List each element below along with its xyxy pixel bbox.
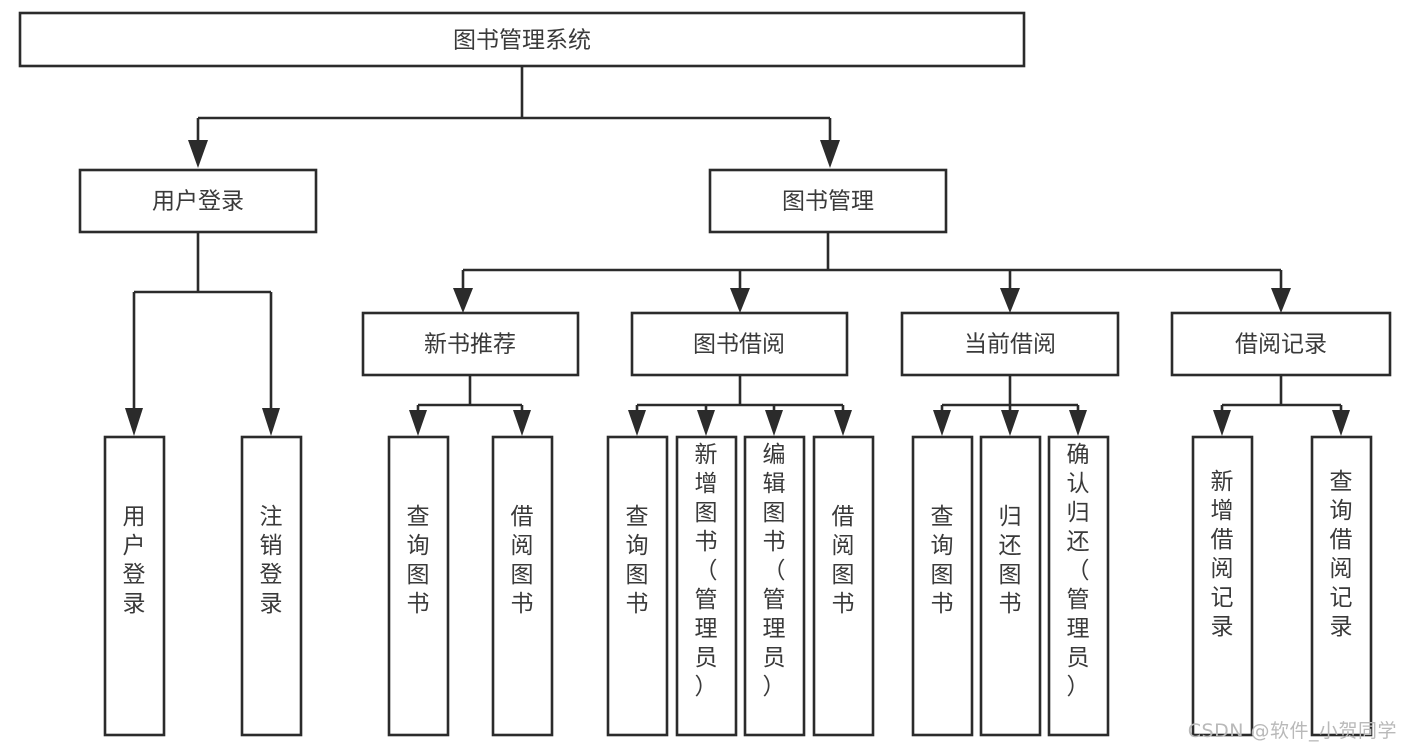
- connector-group-book-manage: [453, 232, 1291, 313]
- node-book-manage[interactable]: 图书管理: [708, 168, 948, 234]
- node-leaf-user-login-box[interactable]: [103, 435, 166, 737]
- node-leaf-logout-login[interactable]: 注销登录: [240, 435, 303, 737]
- node-leaf-edit-book-label: 编辑图书（管理员）: [763, 442, 786, 700]
- node-leaf-query-book-3-box[interactable]: [911, 435, 974, 737]
- node-leaf-query-book-2[interactable]: 查询图书: [606, 435, 669, 737]
- connector-group-new-book-recommend: [409, 375, 531, 436]
- node-leaf-query-book-2-label: 查询图书: [626, 504, 649, 617]
- node-book-borrow[interactable]: 图书借阅: [630, 311, 849, 377]
- node-borrow-record-label: 借阅记录: [1235, 332, 1327, 358]
- node-leaf-query-book-3[interactable]: 查询图书: [911, 435, 974, 737]
- node-borrow-record-box[interactable]: [1170, 311, 1392, 377]
- node-leaf-query-record-box[interactable]: [1310, 435, 1373, 737]
- node-leaf-user-login[interactable]: 用户登录: [103, 435, 166, 737]
- arrow-leaf-query-book-3-icon: [933, 410, 951, 436]
- connector-group-book-borrow: [628, 375, 852, 436]
- arrow-leaf-confirm-return-icon: [1069, 410, 1087, 436]
- arrow-to-current-borrow-icon: [1000, 288, 1020, 313]
- arrow-to-book-manage-icon: [820, 140, 840, 168]
- node-book-manage-label: 图书管理: [782, 189, 874, 215]
- node-leaf-query-record[interactable]: 查询借阅记录: [1310, 435, 1373, 737]
- node-current-borrow-label: 当前借阅: [964, 332, 1056, 358]
- node-leaf-return-book-box[interactable]: [979, 435, 1042, 737]
- arrow-to-book-borrow-icon: [730, 288, 750, 313]
- node-leaf-confirm-return-box[interactable]: [1047, 435, 1110, 737]
- arrow-leaf-borrow-book-1-icon: [513, 410, 531, 436]
- arrow-leaf-user-login-icon: [125, 408, 143, 436]
- arrow-leaf-logout-login-icon: [262, 408, 280, 436]
- node-leaf-add-book[interactable]: 新增图书（管理员）: [675, 435, 738, 737]
- node-borrow-record[interactable]: 借阅记录: [1170, 311, 1392, 377]
- arrow-leaf-edit-book-icon: [765, 410, 783, 436]
- node-leaf-confirm-return-label: 确认归还（管理员）: [1067, 442, 1090, 700]
- node-root-label: 图书管理系统: [453, 28, 591, 54]
- arrow-leaf-query-record-icon: [1332, 410, 1350, 436]
- node-leaf-add-book-box[interactable]: [675, 435, 738, 737]
- node-leaf-edit-book[interactable]: 编辑图书（管理员）: [743, 435, 806, 737]
- node-leaf-add-record[interactable]: 新增借阅记录: [1191, 435, 1254, 737]
- node-leaf-add-book-label: 新增图书（管理员）: [695, 442, 718, 700]
- arrow-leaf-query-book-1-icon: [409, 410, 427, 436]
- node-root[interactable]: 图书管理系统: [18, 11, 1026, 68]
- node-leaf-user-login-label: 用户登录: [123, 504, 146, 617]
- node-leaf-logout-login-box[interactable]: [240, 435, 303, 737]
- node-new-book-recommend-box[interactable]: [361, 311, 580, 377]
- node-book-borrow-label: 图书借阅: [693, 332, 785, 358]
- node-leaf-query-record-label: 查询借阅记录: [1330, 469, 1353, 640]
- node-leaf-query-book-1-label: 查询图书: [407, 504, 430, 617]
- node-root-box[interactable]: [18, 11, 1026, 68]
- node-leaf-return-book-label: 归还图书: [999, 504, 1022, 617]
- node-leaf-add-record-label: 新增借阅记录: [1211, 469, 1234, 640]
- node-book-manage-box[interactable]: [708, 168, 948, 234]
- arrow-to-user-login-icon: [188, 140, 208, 168]
- node-new-book-recommend-label: 新书推荐: [424, 332, 516, 358]
- node-user-login[interactable]: 用户登录: [78, 168, 318, 234]
- arrow-leaf-return-book-icon: [1001, 410, 1019, 436]
- node-leaf-query-book-2-box[interactable]: [606, 435, 669, 737]
- node-new-book-recommend[interactable]: 新书推荐: [361, 311, 580, 377]
- node-leaf-logout-login-label: 注销登录: [260, 504, 283, 617]
- connector-group-borrow-record: [1213, 375, 1350, 436]
- node-leaf-edit-book-box[interactable]: [743, 435, 806, 737]
- node-leaf-borrow-book-2-label: 借阅图书: [832, 504, 855, 617]
- node-book-borrow-box[interactable]: [630, 311, 849, 377]
- node-leaf-borrow-book-2[interactable]: 借阅图书: [812, 435, 875, 737]
- node-leaf-return-book[interactable]: 归还图书: [979, 435, 1042, 737]
- connector-group-root: [188, 66, 840, 168]
- node-leaf-borrow-book-1[interactable]: 借阅图书: [491, 435, 554, 737]
- node-leaf-add-record-box[interactable]: [1191, 435, 1254, 737]
- node-leaf-query-book-1-box[interactable]: [387, 435, 450, 737]
- arrow-leaf-query-book-2-icon: [628, 410, 646, 436]
- arrow-leaf-add-book-icon: [697, 410, 715, 436]
- node-leaf-confirm-return[interactable]: 确认归还（管理员）: [1047, 435, 1110, 737]
- connector-group-current-borrow: [933, 375, 1087, 436]
- arrow-leaf-add-record-icon: [1213, 410, 1231, 436]
- arrow-leaf-borrow-book-2-icon: [834, 410, 852, 436]
- node-leaf-borrow-book-1-box[interactable]: [491, 435, 554, 737]
- node-leaf-query-book-3-label: 查询图书: [931, 504, 954, 617]
- arrow-to-borrow-record-icon: [1271, 288, 1291, 313]
- node-user-login-box[interactable]: [78, 168, 318, 234]
- node-user-login-label: 用户登录: [152, 189, 244, 215]
- node-leaf-borrow-book-1-label: 借阅图书: [511, 504, 534, 617]
- node-leaf-borrow-book-2-box[interactable]: [812, 435, 875, 737]
- arrow-to-new-book-recommend-icon: [453, 288, 473, 313]
- node-current-borrow-box[interactable]: [900, 311, 1120, 377]
- node-current-borrow[interactable]: 当前借阅: [900, 311, 1120, 377]
- connector-group-user-login: [125, 232, 280, 436]
- node-leaf-query-book-1[interactable]: 查询图书: [387, 435, 450, 737]
